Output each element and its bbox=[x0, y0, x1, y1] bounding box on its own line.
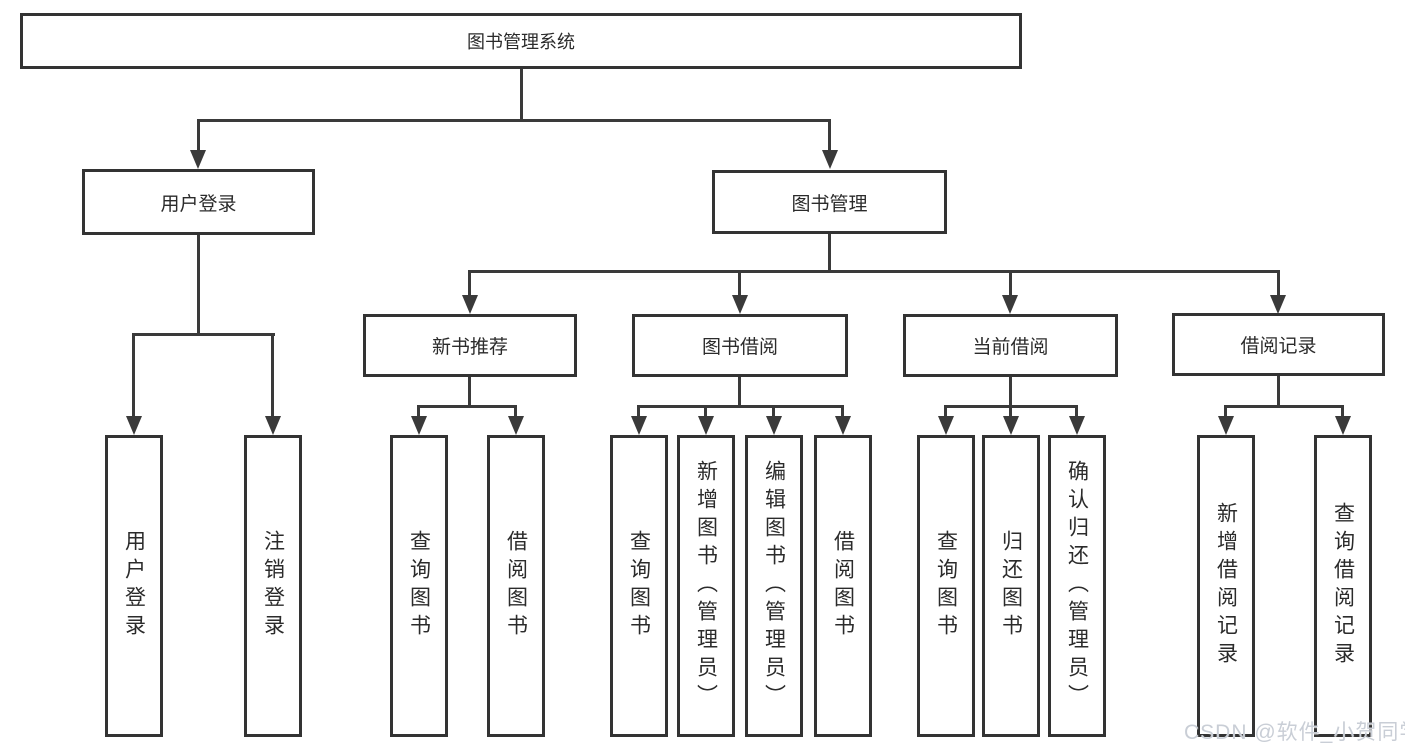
node-current-borrow-label: 当前借阅 bbox=[972, 337, 1049, 358]
connector-mgmt-stem bbox=[828, 234, 831, 273]
arrowhead-user-login bbox=[190, 150, 206, 169]
connector-borrow-rail bbox=[637, 405, 844, 408]
connector-drop-leaf-login bbox=[132, 333, 135, 419]
leaf-query-books-current-label: 查询图书 bbox=[934, 530, 958, 642]
leaf-borrow-books-borrow: 借阅图书 bbox=[814, 435, 872, 737]
leaf-query-books-recommend: 查询图书 bbox=[390, 435, 448, 737]
leaf-logout-label: 注销登录 bbox=[261, 530, 285, 642]
arrowhead-cur-query bbox=[938, 416, 954, 435]
connector-current-stem bbox=[1009, 377, 1012, 408]
leaf-user-login-label: 用户登录 bbox=[122, 530, 146, 642]
leaf-return-books: 归还图书 bbox=[982, 435, 1040, 737]
connector-drop-cur-confirm bbox=[1075, 405, 1078, 418]
connector-drop-current-borrow bbox=[1009, 270, 1012, 298]
connector-drop-user-login bbox=[197, 119, 200, 152]
arrowhead-book-borrow bbox=[732, 295, 748, 314]
connector-drop-cur-return bbox=[1009, 405, 1012, 418]
connector-recommend-rail bbox=[417, 405, 517, 408]
arrowhead-bor-query bbox=[631, 416, 647, 435]
node-root-label: 图书管理系统 bbox=[467, 32, 575, 52]
leaf-edit-books-admin-label: 编辑图书（管理员） bbox=[762, 460, 786, 712]
arrowhead-rec-query-record bbox=[1335, 416, 1351, 435]
arrowhead-leaf-logout bbox=[265, 416, 281, 435]
connector-drop-bor-borrow bbox=[841, 405, 844, 418]
connector-login-rail bbox=[132, 333, 275, 336]
leaf-borrow-books-recommend: 借阅图书 bbox=[487, 435, 545, 737]
connector-drop-rec-borrow bbox=[514, 405, 517, 418]
leaf-query-books-current: 查询图书 bbox=[917, 435, 975, 737]
leaf-add-books-admin-label: 新增图书（管理员） bbox=[694, 460, 718, 712]
connector-drop-borrow-records bbox=[1277, 270, 1280, 298]
leaf-query-books-recommend-label: 查询图书 bbox=[407, 530, 431, 642]
connector-drop-leaf-logout bbox=[271, 333, 274, 419]
node-current-borrow: 当前借阅 bbox=[903, 314, 1118, 377]
connector-records-stem bbox=[1277, 376, 1280, 408]
connector-mgmt-rail bbox=[468, 270, 1280, 273]
node-borrow-records-label: 借阅记录 bbox=[1240, 336, 1317, 357]
leaf-query-books-borrow-label: 查询图书 bbox=[627, 530, 651, 642]
arrowhead-bor-add bbox=[698, 416, 714, 435]
leaf-add-books-admin: 新增图书（管理员） bbox=[677, 435, 735, 737]
connector-borrow-stem bbox=[738, 377, 741, 408]
leaf-confirm-return-admin: 确认归还（管理员） bbox=[1048, 435, 1106, 737]
arrowhead-bor-edit bbox=[766, 416, 782, 435]
arrowhead-borrow-records bbox=[1270, 295, 1286, 314]
node-user-login-label: 用户登录 bbox=[160, 193, 237, 215]
leaf-logout: 注销登录 bbox=[244, 435, 302, 737]
connector-drop-rec-query-record bbox=[1341, 405, 1344, 418]
connector-root-rail bbox=[197, 119, 831, 122]
csdn-watermark: CSDN @软件_小贺同学 bbox=[1184, 721, 1405, 744]
connector-drop-cur-query bbox=[944, 405, 947, 418]
leaf-return-books-label: 归还图书 bbox=[999, 530, 1023, 642]
leaf-edit-books-admin: 编辑图书（管理员） bbox=[745, 435, 803, 737]
leaf-query-borrow-record: 查询借阅记录 bbox=[1314, 435, 1372, 737]
connector-drop-bor-edit bbox=[772, 405, 775, 418]
leaf-borrow-books-borrow-label: 借阅图书 bbox=[831, 530, 855, 642]
arrowhead-rec-add-record bbox=[1218, 416, 1234, 435]
leaf-query-books-borrow: 查询图书 bbox=[610, 435, 668, 737]
arrowhead-cur-return bbox=[1003, 416, 1019, 435]
arrowhead-leaf-login bbox=[126, 416, 142, 435]
connector-root-stem bbox=[520, 69, 523, 122]
leaf-add-borrow-record: 新增借阅记录 bbox=[1197, 435, 1255, 737]
connector-drop-book-management bbox=[828, 119, 831, 152]
arrowhead-book-management bbox=[822, 150, 838, 169]
leaf-user-login: 用户登录 bbox=[105, 435, 163, 737]
node-book-borrow-label: 图书借阅 bbox=[701, 337, 778, 358]
connector-drop-bor-query bbox=[637, 405, 640, 418]
arrowhead-rec-borrow bbox=[508, 416, 524, 435]
connector-records-rail bbox=[1224, 405, 1344, 408]
node-book-management: 图书管理 bbox=[712, 170, 947, 234]
node-root: 图书管理系统 bbox=[20, 13, 1022, 69]
arrowhead-current-borrow bbox=[1002, 295, 1018, 314]
leaf-query-borrow-record-label: 查询借阅记录 bbox=[1331, 502, 1355, 670]
arrowhead-recommend bbox=[462, 295, 478, 314]
node-borrow-records: 借阅记录 bbox=[1172, 313, 1385, 376]
leaf-add-borrow-record-label: 新增借阅记录 bbox=[1214, 502, 1238, 670]
connector-drop-recommend bbox=[468, 270, 471, 298]
connector-drop-rec-add-record bbox=[1224, 405, 1227, 418]
arrowhead-cur-confirm bbox=[1069, 416, 1085, 435]
node-book-borrow: 图书借阅 bbox=[632, 314, 848, 377]
arrowhead-rec-query bbox=[411, 416, 427, 435]
node-new-book-recommend: 新书推荐 bbox=[363, 314, 577, 377]
arrowhead-bor-borrow bbox=[835, 416, 851, 435]
connector-drop-bor-add bbox=[704, 405, 707, 418]
node-book-management-label: 图书管理 bbox=[791, 193, 868, 215]
node-new-book-recommend-label: 新书推荐 bbox=[431, 337, 508, 358]
node-user-login: 用户登录 bbox=[82, 169, 315, 235]
leaf-borrow-books-recommend-label: 借阅图书 bbox=[504, 530, 528, 642]
leaf-confirm-return-admin-label: 确认归还（管理员） bbox=[1065, 460, 1089, 712]
connector-login-stem bbox=[197, 235, 200, 336]
connector-drop-book-borrow bbox=[738, 270, 741, 298]
connector-recommend-stem bbox=[468, 377, 471, 408]
connector-drop-rec-query bbox=[417, 405, 420, 418]
